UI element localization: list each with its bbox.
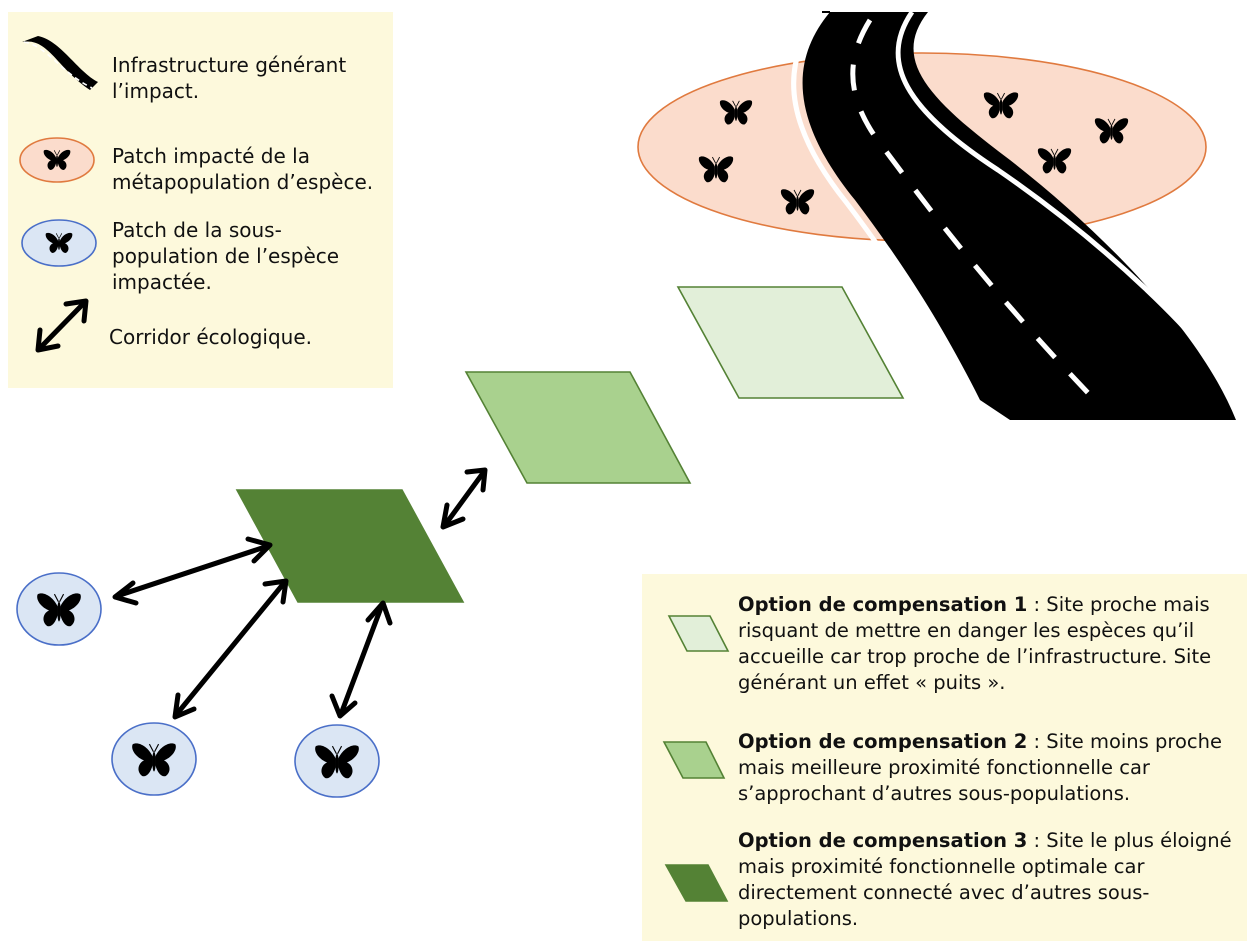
- double-arrow-icon: [329, 600, 393, 719]
- option1-legend-icon: [667, 615, 730, 652]
- road-legend-icon: [22, 36, 98, 90]
- option3-site: [235, 489, 465, 603]
- legend-subpopulation-label: Patch de la sous-population de l’espèce …: [112, 218, 340, 294]
- double-arrow-icon: [440, 467, 488, 530]
- corridor-legend-icon: [35, 298, 89, 353]
- subpopulation-patch: [294, 724, 380, 798]
- option1-site: [676, 286, 905, 399]
- option2-legend-icon: [662, 741, 726, 779]
- option-3-text: Option de compensation 3 : Site le plus …: [738, 828, 1243, 932]
- option3-legend-icon: [664, 864, 729, 902]
- option-2-title: Option de compensation 2: [738, 730, 1028, 753]
- option-1-title: Option de compensation 1: [738, 593, 1028, 616]
- legend-symbols: [19, 36, 98, 353]
- road-icon: [791, 10, 1247, 420]
- subpopulation-patches: [16, 572, 380, 798]
- double-arrow-icon: [112, 536, 273, 606]
- option2-site: [464, 371, 692, 484]
- options-symbols: [662, 615, 730, 902]
- option-1-text: Option de compensation 1 : Site proche m…: [738, 592, 1243, 696]
- subpopulation-patch: [16, 572, 102, 646]
- options-panel: Option de compensation 1 : Site proche m…: [642, 574, 1247, 941]
- option-1-description: : Site proche mais risquant de mettre en…: [738, 593, 1212, 694]
- subpopulation-legend-icon: [21, 219, 97, 267]
- corridor-arrows: [112, 467, 488, 720]
- option-2-text: Option de compensation 2 : Site moins pr…: [738, 729, 1243, 807]
- legend-infrastructure-label: Infrastructure générant l’impact.: [112, 53, 347, 103]
- legend-corridor-label: Corridor écologique.: [109, 325, 312, 349]
- option-3-title: Option de compensation 3: [738, 829, 1028, 852]
- option-3-description: : Site le plus éloigné mais proximité fo…: [738, 829, 1232, 930]
- legend-panel: Infrastructure générant l’impact. Patch …: [8, 12, 393, 388]
- impacted-patch-legend-icon: [19, 137, 95, 183]
- double-arrow-icon: [172, 578, 289, 720]
- legend-impacted-patch-label: Patch impacté de la métapopulation d’esp…: [112, 144, 374, 194]
- subpopulation-patch: [111, 722, 197, 796]
- option-2-description: : Site moins proche mais meilleure proxi…: [738, 730, 1222, 805]
